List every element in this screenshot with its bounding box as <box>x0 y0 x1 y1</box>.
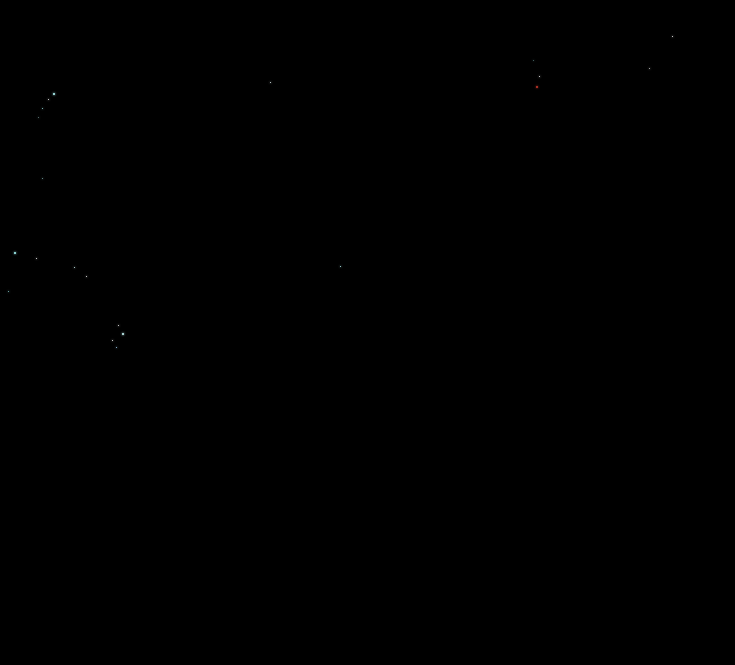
star <box>53 93 55 95</box>
star <box>74 267 75 268</box>
star <box>533 60 534 61</box>
star <box>270 82 271 83</box>
star <box>8 291 9 292</box>
star <box>116 347 117 348</box>
star <box>86 276 87 277</box>
star <box>118 325 119 326</box>
star <box>36 258 37 259</box>
star <box>38 117 39 118</box>
star <box>42 178 43 179</box>
star <box>14 252 16 254</box>
star <box>340 266 341 267</box>
star <box>112 340 113 341</box>
star <box>536 86 538 88</box>
star <box>539 76 540 77</box>
star <box>672 36 673 37</box>
star <box>48 99 49 100</box>
star <box>649 68 650 69</box>
star <box>122 333 124 335</box>
star <box>42 108 43 109</box>
